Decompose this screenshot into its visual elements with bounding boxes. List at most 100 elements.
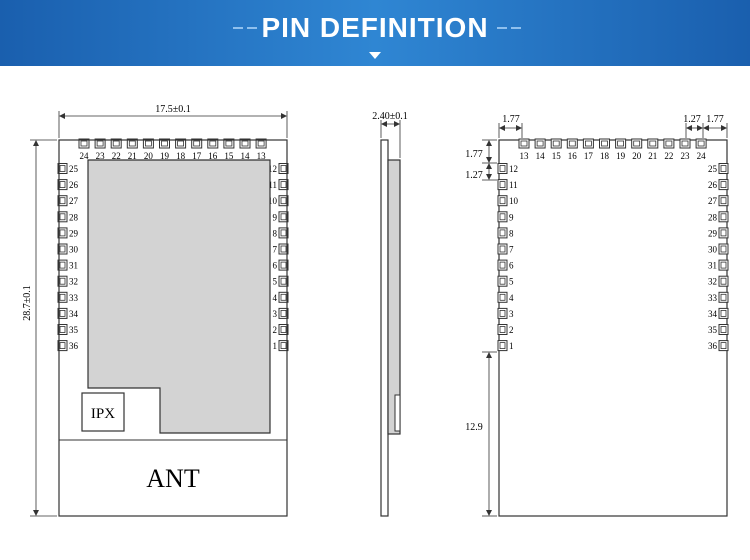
- pin-label: 9: [509, 212, 514, 222]
- pin-label: 13: [257, 151, 267, 161]
- pin-pad: [497, 275, 508, 287]
- dim-edge-top: 1.77: [465, 149, 483, 160]
- pin-pad: [278, 243, 289, 255]
- pin-pad: [566, 138, 578, 149]
- pin-pad-inner: [720, 213, 727, 221]
- pin-pad: [518, 138, 530, 149]
- pin-pad: [497, 259, 508, 271]
- pin-label: 14: [536, 151, 546, 161]
- pin-pad: [191, 138, 203, 149]
- pin-pad-inner: [161, 140, 168, 147]
- pin-pad: [718, 291, 729, 303]
- pin-label: 20: [632, 151, 642, 161]
- pin-pad-inner: [665, 140, 673, 147]
- pin-pad: [718, 259, 729, 271]
- pin-label: 28: [708, 212, 718, 222]
- pin-pad: [239, 138, 251, 149]
- pin-pad: [679, 138, 691, 149]
- pin-pad-inner: [499, 229, 506, 237]
- pin-pad: [718, 340, 729, 352]
- pin-label: 19: [160, 151, 170, 161]
- pin-pad: [57, 243, 68, 255]
- page-title: PIN DEFINITION: [261, 12, 489, 43]
- pin-pad-inner: [601, 140, 608, 147]
- pin-label: 26: [708, 180, 718, 190]
- pin-pad: [57, 259, 68, 271]
- pin-pad-inner: [59, 165, 66, 172]
- pin-label: 33: [708, 293, 718, 303]
- thickness-dimension: 2.40±0.1: [372, 111, 408, 122]
- banner-dash: [247, 27, 257, 29]
- pin-pad: [57, 227, 68, 239]
- pin-pad: [278, 324, 289, 335]
- pin-pad: [57, 275, 68, 287]
- pin-label: 15: [224, 151, 234, 161]
- pin-pad-inner: [59, 197, 66, 205]
- pin-label: 7: [509, 245, 514, 255]
- pin-label: 10: [268, 196, 278, 206]
- pin-pad-inner: [280, 165, 287, 172]
- pin-label: 24: [697, 151, 707, 161]
- width-dimension: 17.5±0.1: [155, 104, 191, 115]
- pin-pad: [582, 138, 594, 149]
- pin-label: 10: [509, 196, 519, 206]
- module-outline-bottom: [498, 139, 728, 517]
- pin-pad: [718, 275, 729, 287]
- pin-label: 29: [708, 228, 718, 238]
- pin-pad-inner: [499, 181, 506, 189]
- pin-label: 5: [509, 277, 514, 287]
- pin-label: 32: [708, 277, 717, 287]
- dim-edge-right: 1.77: [706, 114, 724, 125]
- pin-pad-inner: [697, 140, 705, 147]
- pin-pad-inner: [649, 140, 657, 147]
- pin-label: 6: [509, 261, 514, 271]
- pin-pad-inner: [59, 342, 66, 350]
- pin-pad-inner: [280, 261, 287, 269]
- pin-label: 13: [520, 151, 530, 161]
- pin-pad-inner: [96, 140, 104, 147]
- pin-label: 8: [509, 228, 514, 238]
- pcb-edge: [380, 139, 389, 517]
- pin-pad-inner: [112, 140, 120, 147]
- banner-dash: [497, 27, 507, 29]
- pin-pad-inner: [80, 140, 88, 147]
- pin-pad: [159, 138, 170, 149]
- pin-label: 27: [708, 196, 718, 206]
- pin-pad: [278, 211, 289, 223]
- pin-pad: [647, 138, 659, 149]
- pin-label: 36: [69, 341, 79, 351]
- pin-pad: [718, 243, 729, 255]
- pin-pad: [718, 227, 729, 239]
- pin-pad: [599, 138, 610, 149]
- pin-label: 9: [273, 212, 278, 222]
- pin-pad-inner: [59, 309, 66, 317]
- pin-pad: [497, 243, 508, 255]
- pin-pad-inner: [585, 140, 592, 147]
- pin-label: 6: [273, 261, 278, 271]
- pin-label: 29: [69, 228, 79, 238]
- pin-label: 16: [568, 151, 578, 161]
- pin-pad-inner: [617, 140, 624, 147]
- pin-pad: [631, 138, 643, 149]
- pin-pad-inner: [280, 181, 287, 189]
- pin-label: 22: [664, 151, 673, 161]
- pin-pad: [497, 340, 508, 352]
- header-banner: PIN DEFINITION: [0, 0, 750, 66]
- pin-pad-inner: [499, 326, 506, 333]
- pin-label: 25: [708, 164, 718, 174]
- pin-label: 1: [509, 341, 514, 351]
- pin-label: 24: [80, 151, 90, 161]
- pin-pad: [497, 291, 508, 303]
- pin-pad: [497, 227, 508, 239]
- pin-label: 28: [69, 212, 79, 222]
- pin-label: 33: [69, 293, 79, 303]
- pin-pad: [718, 163, 729, 174]
- pin-pad-inner: [720, 229, 727, 237]
- pin-pad-inner: [59, 245, 66, 253]
- pin-label: 18: [600, 151, 610, 161]
- pin-pad: [278, 291, 289, 303]
- pin-pad: [278, 227, 289, 239]
- pin-pad: [550, 138, 562, 149]
- pin-pad: [78, 138, 90, 149]
